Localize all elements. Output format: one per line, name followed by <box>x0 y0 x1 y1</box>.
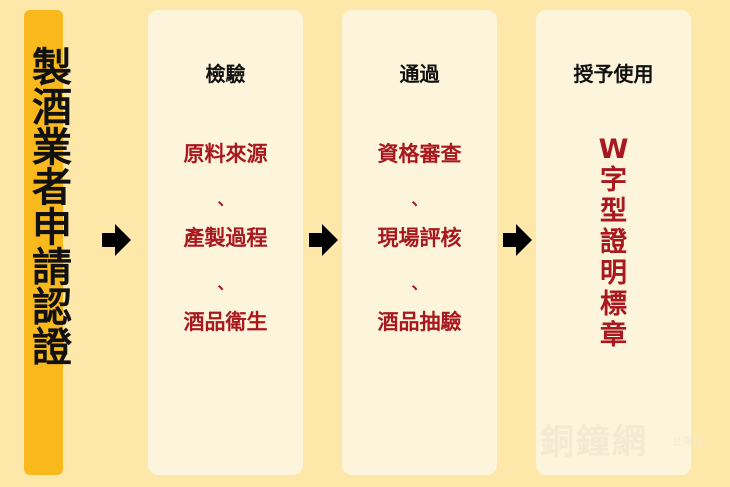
inspection-item: 原料來源 <box>183 142 268 166</box>
inspection-item: 產製過程 <box>183 226 268 250</box>
mark-char: 章 <box>600 320 627 351</box>
separator: 、 <box>217 274 234 293</box>
mark-char: 證 <box>600 227 627 258</box>
title-bar <box>24 10 63 475</box>
inspection-heading: 檢驗 <box>205 62 246 86</box>
certification-mark-label: W 字 型 證 明 標 章 <box>536 134 691 351</box>
approval-item: 現場評核 <box>377 226 462 250</box>
watermark: 銅鐘網 <box>540 422 648 462</box>
right-arrow-icon <box>102 224 131 256</box>
mark-char: 字 <box>600 165 627 196</box>
separator: 、 <box>411 190 428 209</box>
mark-char: W <box>598 134 629 165</box>
separator: 、 <box>411 274 428 293</box>
inspection-item: 酒品衛生 <box>183 310 268 334</box>
approval-heading: 通過 <box>399 62 440 86</box>
mark-char: 型 <box>600 196 627 227</box>
inspection-card: 檢驗 原料來源 、 產製過程 、 酒品衛生 <box>148 10 303 475</box>
right-arrow-icon <box>309 224 338 256</box>
watermark-sub: 台灣酒 <box>672 437 702 448</box>
mark-char: 標 <box>600 289 627 320</box>
grant-heading: 授予使用 <box>573 62 654 86</box>
approval-card: 通過 資格審查 、 現場評核 、 酒品抽驗 <box>342 10 497 475</box>
separator: 、 <box>217 190 234 209</box>
approval-item: 資格審查 <box>377 142 462 166</box>
mark-char: 明 <box>600 258 627 289</box>
process-title: 製酒業者申請認證 <box>25 46 71 366</box>
grant-card: 授予使用 W 字 型 證 明 標 章 <box>536 10 691 475</box>
right-arrow-icon <box>503 224 532 256</box>
approval-item: 酒品抽驗 <box>377 310 462 334</box>
